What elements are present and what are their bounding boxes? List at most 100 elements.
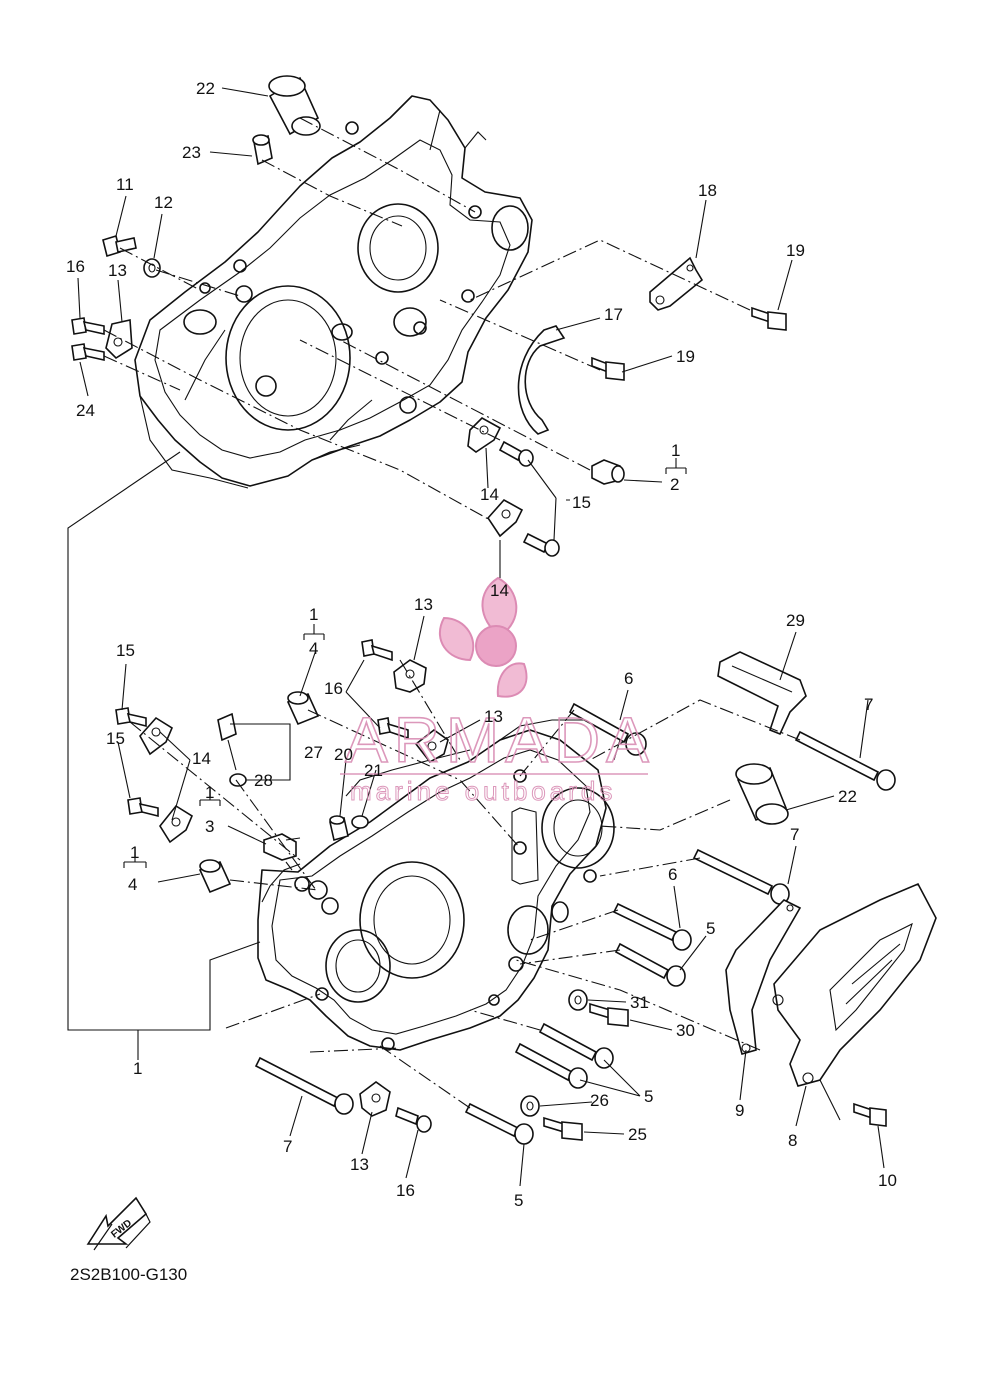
part-21-oring bbox=[351, 815, 369, 829]
part-9-bracket bbox=[725, 899, 802, 1055]
callout-26: 26 bbox=[590, 1091, 609, 1110]
part-13-lower-clip-c bbox=[359, 1081, 391, 1117]
callout-22-upper: 22 bbox=[196, 79, 215, 98]
callout-15-upper: 15 bbox=[572, 493, 591, 512]
callout-27: 27 bbox=[304, 743, 323, 762]
part-4-dowel-lower bbox=[198, 859, 232, 894]
propeller-logo bbox=[438, 576, 528, 698]
part-3-plug bbox=[263, 833, 301, 871]
callout-12: 12 bbox=[154, 193, 173, 212]
upper-crankcase bbox=[134, 95, 533, 489]
callout-7-a: 7 bbox=[864, 695, 873, 714]
leader-lines bbox=[67, 87, 885, 1187]
callout-7-b: 7 bbox=[790, 825, 799, 844]
part-30-bolt bbox=[589, 1002, 629, 1027]
callout-18: 18 bbox=[698, 181, 717, 200]
callout-16-lower: 16 bbox=[324, 679, 343, 698]
callout-30: 30 bbox=[676, 1021, 695, 1040]
part-5-bolts-mid bbox=[514, 1022, 614, 1089]
part-10-bolt bbox=[853, 1102, 887, 1127]
callout-14-upper-b: 14 bbox=[490, 581, 509, 600]
callout-31: 31 bbox=[630, 993, 649, 1012]
part-14-lower-b bbox=[159, 804, 194, 844]
callout-5-a: 5 bbox=[706, 919, 715, 938]
callout-13-lower-c: 13 bbox=[350, 1155, 369, 1174]
callout-2: 2 bbox=[670, 475, 679, 494]
part-4-dowel-upper bbox=[286, 691, 320, 726]
callout-23: 23 bbox=[182, 143, 201, 162]
part-2-plug bbox=[591, 459, 625, 485]
callout-4-a: 4 bbox=[309, 639, 318, 658]
part-16-lower-bolt bbox=[361, 639, 393, 662]
callout-6-a: 6 bbox=[624, 669, 633, 688]
callout-13-lower-a: 13 bbox=[414, 595, 433, 614]
callout-15-lower-b: 15 bbox=[106, 729, 125, 748]
part-13-lower-clip-b bbox=[414, 729, 449, 764]
callout-17: 17 bbox=[604, 305, 623, 324]
callout-15-lower-a: 15 bbox=[116, 641, 135, 660]
part-12-washer bbox=[143, 258, 161, 278]
callout-11: 11 bbox=[116, 175, 134, 194]
callout-29: 29 bbox=[786, 611, 805, 630]
armada-watermark: ARMADA marine outboards bbox=[340, 576, 655, 807]
part-16-lower-bolt-c bbox=[395, 1106, 432, 1133]
part-14-upper-b bbox=[486, 498, 524, 538]
callout-5-b: 5 bbox=[644, 1087, 653, 1106]
part-28-oring bbox=[229, 773, 247, 787]
assembly-dash-lines bbox=[103, 117, 801, 1109]
part-19-bolt-a bbox=[751, 306, 787, 331]
part-15-lower-b bbox=[127, 797, 159, 818]
part-6-bolt-a bbox=[568, 702, 647, 756]
part-8-cover bbox=[772, 882, 937, 1087]
part-7-bolt-b bbox=[692, 848, 790, 905]
callout-3: 3 bbox=[205, 817, 214, 836]
callout-1-over-3: 1 bbox=[205, 783, 214, 802]
part-23 bbox=[252, 134, 273, 166]
callout-19-a: 19 bbox=[786, 241, 805, 260]
part-14-upper-a bbox=[467, 417, 502, 453]
watermark-tagline: marine outboards bbox=[350, 776, 616, 806]
part-16-lower-bolt-b bbox=[377, 717, 409, 740]
callout-14-upper-a: 14 bbox=[480, 485, 499, 504]
part-29-plate bbox=[717, 651, 807, 736]
callout-13-upper: 13 bbox=[108, 261, 127, 280]
part-5-bolt-long bbox=[464, 1102, 534, 1145]
callout-22-lower: 22 bbox=[838, 787, 857, 806]
part-31-washer bbox=[568, 989, 588, 1011]
diagram-code: 2S2B100-G130 bbox=[70, 1265, 187, 1284]
part-6-bolt-b bbox=[612, 902, 692, 951]
part-20-dowel bbox=[329, 815, 349, 842]
callout-9: 9 bbox=[735, 1101, 744, 1120]
part-27-drain-bolt bbox=[217, 712, 237, 771]
callout-13-lower-b: 13 bbox=[484, 707, 503, 726]
part-18-bracket bbox=[649, 256, 704, 311]
callout-8: 8 bbox=[788, 1131, 797, 1150]
part-17-guide bbox=[517, 325, 566, 435]
callout-1-over-2: 1 bbox=[671, 441, 680, 460]
callout-7-c: 7 bbox=[283, 1137, 292, 1156]
callout-16-upper: 16 bbox=[66, 257, 85, 276]
callout-4-b: 4 bbox=[128, 875, 137, 894]
callout-5-c: 5 bbox=[514, 1191, 523, 1210]
part-16-upper-bolt bbox=[71, 317, 105, 335]
part-25-bolt bbox=[543, 1116, 583, 1141]
part-15-lower-a bbox=[115, 707, 147, 728]
part-13-upper-clip bbox=[105, 319, 133, 360]
part-24-bolt bbox=[71, 343, 105, 361]
part-22-lower bbox=[735, 763, 789, 825]
callout-25: 25 bbox=[628, 1125, 647, 1144]
part-11-bolt bbox=[102, 234, 137, 258]
part-7-bolt-a bbox=[794, 730, 896, 791]
callout-1-main: 1 bbox=[133, 1059, 142, 1078]
callout-1-over-4-b: 1 bbox=[130, 843, 139, 862]
part-26-washer bbox=[520, 1095, 540, 1117]
callout-10: 10 bbox=[878, 1171, 897, 1190]
callout-16-lower-c: 16 bbox=[396, 1181, 415, 1200]
callout-14-lower: 14 bbox=[192, 749, 211, 768]
callout-24: 24 bbox=[76, 401, 95, 420]
callout-28: 28 bbox=[254, 771, 273, 790]
part-19-bolt-b bbox=[591, 356, 625, 381]
watermark-brand: ARMADA bbox=[345, 704, 655, 776]
part-15-upper-b bbox=[522, 532, 560, 557]
